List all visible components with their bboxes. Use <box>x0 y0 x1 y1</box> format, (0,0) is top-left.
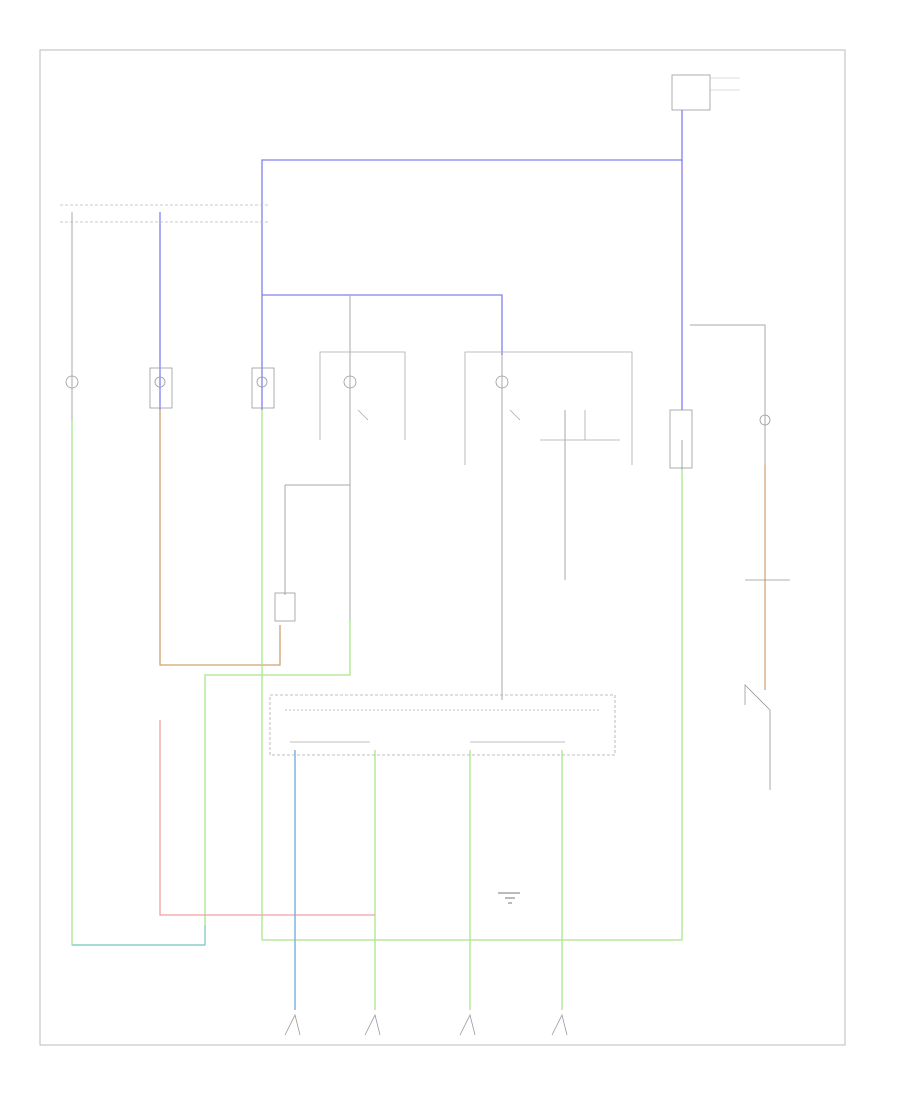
blue-feed-wire <box>159 110 683 410</box>
fuse-bus <box>60 204 270 223</box>
control-module <box>269 694 616 756</box>
lamps <box>65 367 771 426</box>
fuse-block-top <box>671 74 740 111</box>
relay-module <box>274 592 296 622</box>
door-lamp-rh-module <box>669 409 693 469</box>
diagram-frame <box>39 49 846 1046</box>
teal-wire <box>72 925 206 946</box>
map-lamp-icon <box>343 375 357 389</box>
door-ajar-switches <box>284 1013 568 1036</box>
map-lamp-housing <box>319 351 406 440</box>
trunk-lamp-icon <box>759 414 771 426</box>
dome-lamp-icon <box>495 375 509 389</box>
ground-symbol <box>498 892 520 904</box>
orange-wire <box>159 410 281 666</box>
pink-wire <box>159 720 375 916</box>
dome-lamp-housing <box>464 351 633 465</box>
gray-wires <box>71 212 771 790</box>
trunk-switch <box>744 579 790 711</box>
courtesy-lamp-icon <box>65 375 79 389</box>
